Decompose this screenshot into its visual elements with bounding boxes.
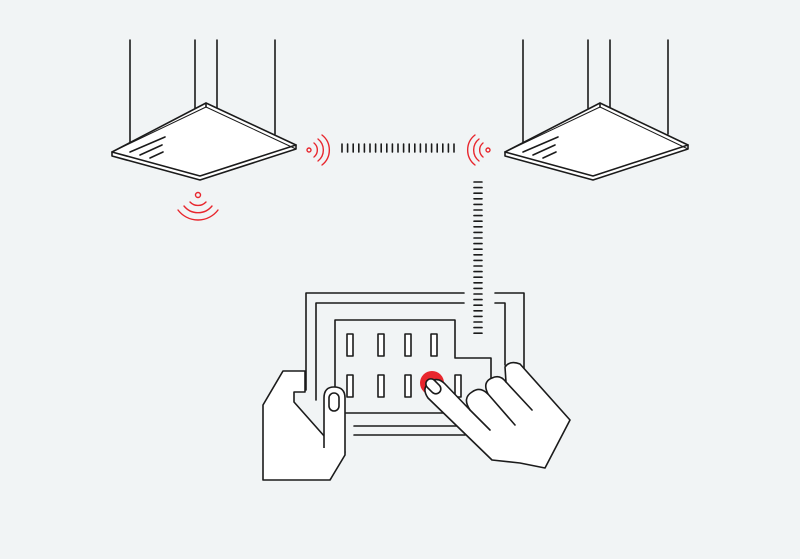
vent-lines [129, 136, 166, 159]
wifi-signal-icon [306, 134, 331, 166]
app-key [377, 374, 385, 398]
app-key [346, 333, 354, 357]
app-key [346, 374, 354, 398]
app-key [377, 333, 385, 357]
wifi-signal-icon [466, 134, 491, 166]
hand-icon-left [262, 370, 346, 481]
app-keys [346, 333, 462, 398]
hand-icon-right [424, 361, 571, 469]
app-key [430, 333, 438, 357]
hanging-wires [129, 39, 276, 144]
app-key [404, 333, 412, 357]
hanging-wires [522, 39, 669, 144]
app-key [404, 374, 412, 398]
access-point-right [504, 39, 689, 181]
wifi-signal-icon [177, 191, 219, 221]
app-key [454, 374, 462, 398]
connection-dotted-horizontal [341, 143, 455, 153]
connection-dotted-vertical [473, 181, 483, 335]
vent-lines [522, 136, 559, 159]
access-point-left [111, 39, 297, 181]
